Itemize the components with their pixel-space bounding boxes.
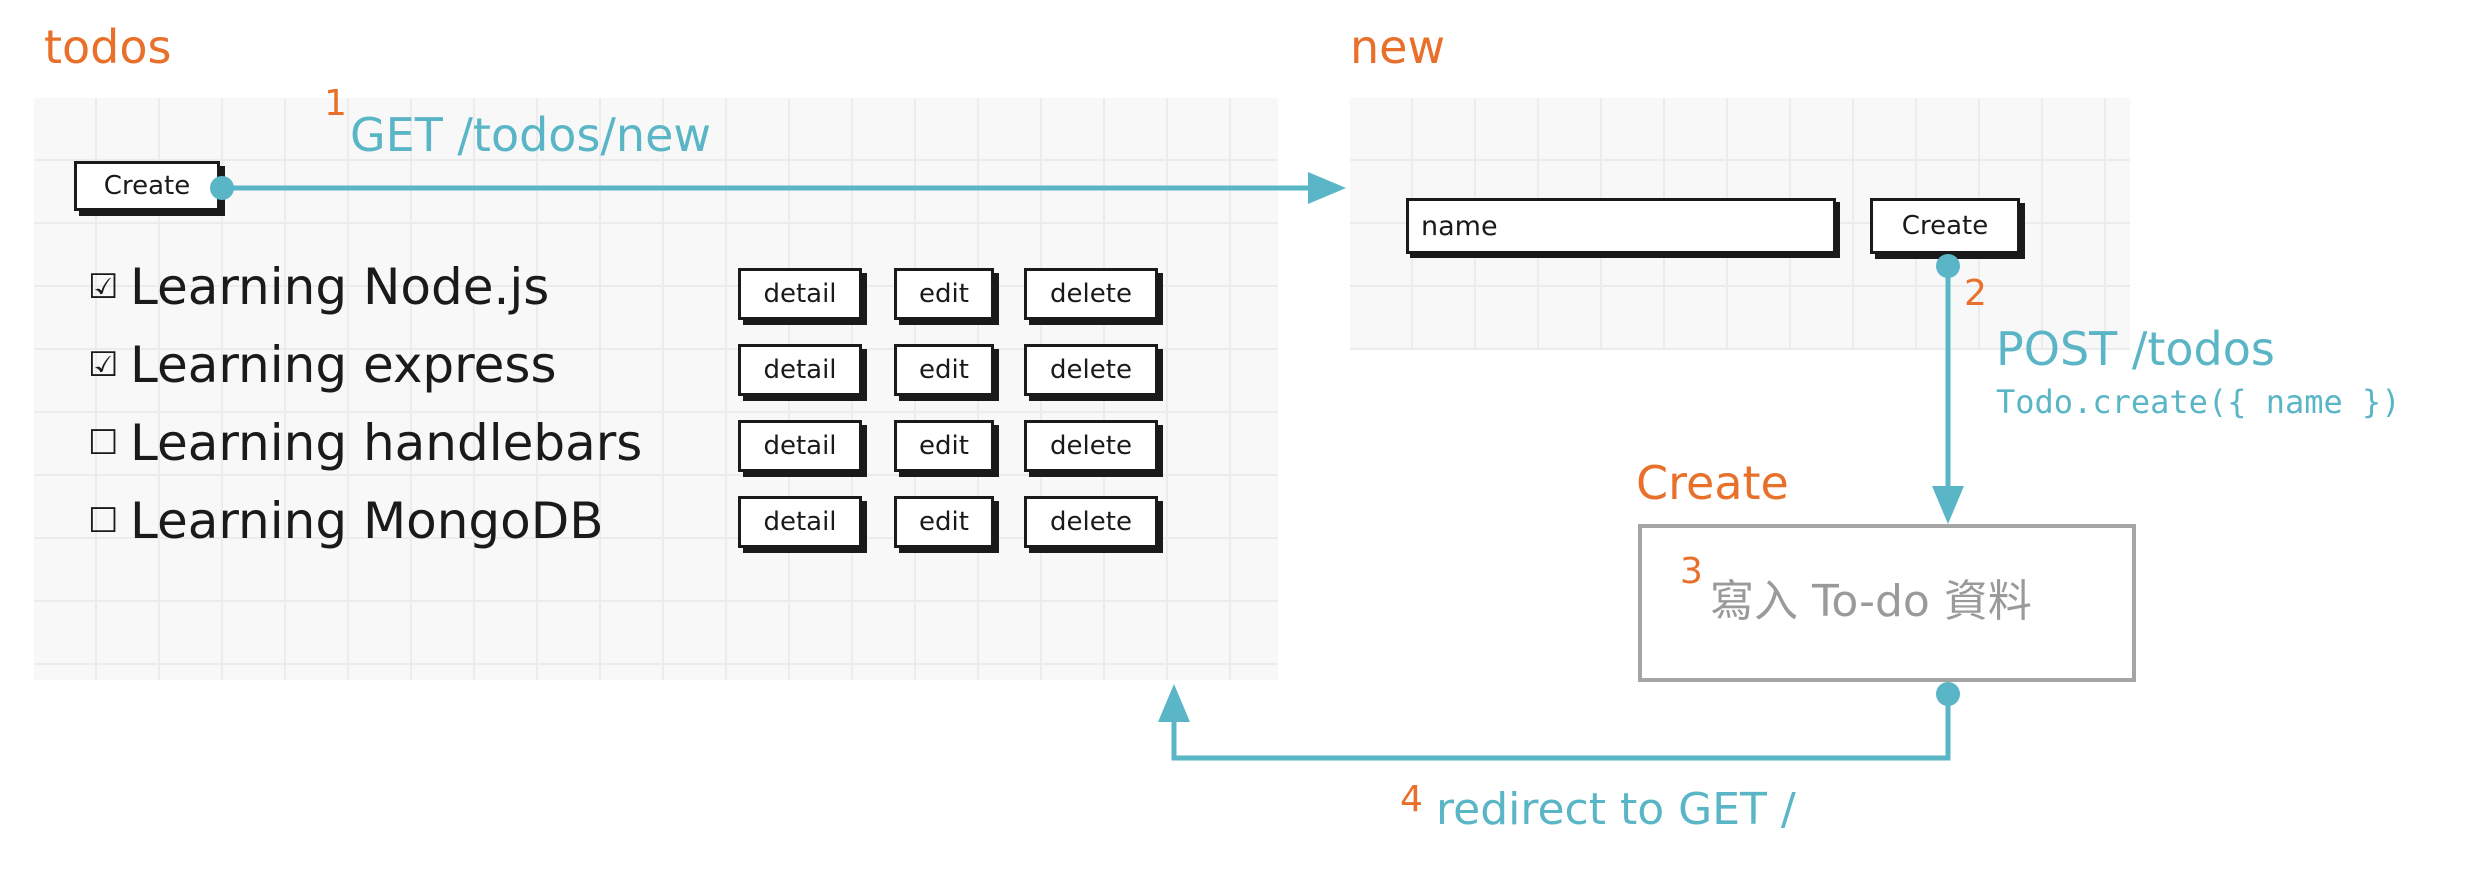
- todo-label: Learning Node.js: [130, 258, 550, 316]
- detail-button[interactable]: detail: [738, 268, 862, 320]
- checkbox-checked-icon[interactable]: ☑: [88, 345, 119, 385]
- delete-button[interactable]: delete: [1024, 344, 1158, 396]
- step-2-number: 2: [1964, 273, 1987, 314]
- new-create-button[interactable]: Create: [1870, 198, 2020, 254]
- todo-item: ☑ Learning Node.js: [88, 258, 549, 316]
- edit-button[interactable]: edit: [894, 420, 994, 472]
- checkbox-unchecked-icon[interactable]: ☐: [88, 423, 119, 463]
- edit-button[interactable]: edit: [894, 344, 994, 396]
- step-1-arrow: [210, 172, 1346, 204]
- todos-page-title: todos: [44, 20, 172, 74]
- new-wireframe: name Create: [1350, 98, 2130, 350]
- create-route-description: 寫入 To-do 資料: [1710, 576, 2032, 627]
- step-1-label: GET /todos/new: [350, 108, 711, 162]
- todo-item: ☐ Learning handlebars: [88, 414, 642, 472]
- edit-button[interactable]: edit: [894, 496, 994, 548]
- checkbox-checked-icon[interactable]: ☑: [88, 267, 119, 307]
- create-route-title: Create: [1636, 456, 1789, 510]
- delete-button[interactable]: delete: [1024, 420, 1158, 472]
- detail-button[interactable]: detail: [738, 344, 862, 396]
- step-2-code: Todo.create({ name }): [1996, 383, 2401, 421]
- step-4-label: redirect to GET /: [1436, 784, 1796, 835]
- todos-create-button[interactable]: Create: [74, 161, 220, 211]
- delete-button[interactable]: delete: [1024, 268, 1158, 320]
- step-4-number: 4: [1400, 779, 1423, 820]
- delete-button[interactable]: delete: [1024, 496, 1158, 548]
- create-route-box: 3 寫入 To-do 資料: [1638, 524, 2136, 682]
- name-input[interactable]: name: [1406, 198, 1836, 254]
- step-4-arrow: [1158, 682, 1960, 761]
- todo-label: Learning MongoDB: [130, 492, 604, 550]
- detail-button[interactable]: detail: [738, 420, 862, 472]
- step-2-arrow: [1932, 254, 1964, 524]
- todo-item: ☑ Learning express: [88, 336, 557, 394]
- step-1-number: 1: [324, 83, 347, 124]
- checkbox-unchecked-icon[interactable]: ☐: [88, 501, 119, 541]
- todo-label: Learning express: [130, 336, 557, 394]
- todo-label: Learning handlebars: [130, 414, 643, 472]
- step-3-number: 3: [1680, 551, 1703, 592]
- detail-button[interactable]: detail: [738, 496, 862, 548]
- todos-wireframe: Create ☑ Learning Node.js ☑ Learning exp…: [34, 98, 1278, 680]
- todo-item: ☐ Learning MongoDB: [88, 492, 604, 550]
- edit-button[interactable]: edit: [894, 268, 994, 320]
- step-2-label: POST /todos: [1996, 322, 2275, 376]
- new-page-title: new: [1350, 20, 1446, 74]
